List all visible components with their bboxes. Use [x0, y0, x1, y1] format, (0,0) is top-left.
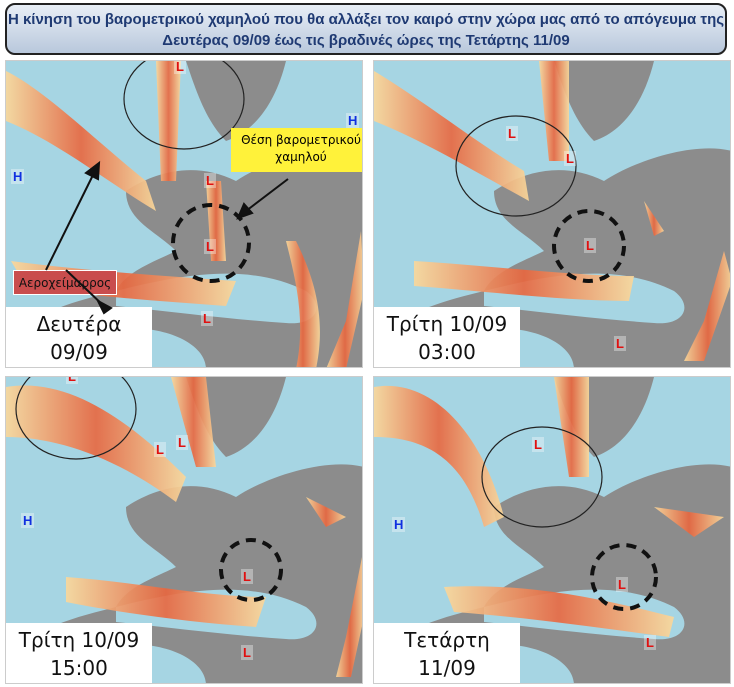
map-panel-tue-0300: L L L L Τρίτη 10/09 03:00 — [373, 60, 731, 368]
timestamp-label: Τετάρτη 11/09 03:00 — [374, 623, 520, 683]
day-label: Τετάρτη 11/09 — [404, 628, 490, 680]
low-pressure-marker: L — [201, 311, 213, 326]
jet-stream — [554, 377, 589, 477]
isobar — [15, 377, 137, 460]
timestamp-label: Τρίτη 10/09 03:00 — [374, 307, 520, 367]
land-scandinavia — [554, 61, 654, 141]
jet-stream — [326, 231, 362, 367]
jet-stream — [374, 71, 529, 201]
map-panel-mon-1500: L L L L H H Δευτέρα 09/09 15:00 Θέση βαρομετρικο… — [5, 60, 363, 368]
time-label: 03:00 — [418, 340, 476, 364]
jet-stream — [206, 181, 226, 261]
low-position-circle — [590, 543, 658, 611]
timestamp-label: Δευτέρα 09/09 15:00 — [6, 307, 152, 367]
map-panel-wed-0300: L L L H Τετάρτη 11/09 03:00 — [373, 376, 731, 684]
low-pressure-marker: L — [176, 435, 188, 450]
jet-stream — [539, 61, 569, 161]
time-label: 03:00 — [374, 682, 520, 683]
high-pressure-marker: H — [346, 113, 360, 128]
high-pressure-marker: H — [11, 169, 25, 184]
isobar — [123, 61, 245, 150]
low-position-circle — [219, 538, 283, 602]
jet-stream-note: Αεροχείμαρρος — [13, 270, 117, 295]
land-scandinavia — [186, 61, 286, 141]
low-pressure-marker: L — [66, 377, 78, 384]
day-label: Τρίτη 10/09 — [18, 628, 140, 652]
low-position-note: Θέση βαρομετρικού χαμηλού — [231, 128, 362, 172]
low-pressure-marker: L — [174, 60, 186, 74]
low-pressure-marker: L — [584, 238, 596, 253]
time-label: 15:00 — [6, 366, 152, 367]
map-title: Η κίνηση του βαρομετρικού χαμηλού που θα… — [5, 3, 727, 55]
jet-stream — [336, 557, 362, 677]
timestamp-label: Τρίτη 10/09 15:00 — [6, 623, 152, 683]
low-pressure-marker: L — [204, 239, 216, 254]
isobar — [481, 426, 603, 528]
high-pressure-marker: H — [392, 517, 406, 532]
jet-stream — [156, 61, 181, 181]
jet-stream — [414, 261, 634, 301]
jet-stream — [6, 71, 156, 211]
jet-stream — [444, 586, 674, 637]
jet-stream — [171, 377, 216, 467]
jet-stream — [6, 385, 186, 502]
low-pressure-marker: L — [616, 577, 628, 592]
isobar — [455, 115, 577, 217]
low-pressure-marker: L — [241, 645, 253, 660]
jet-stream — [286, 241, 320, 367]
low-pressure-marker: L — [532, 437, 544, 452]
low-pressure-marker: L — [614, 336, 626, 351]
time-label: 15:00 — [50, 656, 108, 680]
low-pressure-marker: L — [506, 126, 518, 141]
low-pressure-marker: L — [644, 635, 656, 650]
day-label: Δευτέρα 09/09 — [36, 312, 122, 364]
high-pressure-marker: H — [21, 513, 35, 528]
jet-stream — [306, 497, 346, 527]
low-pressure-marker: L — [204, 173, 216, 188]
jet-stream — [374, 385, 504, 527]
low-position-circle — [552, 209, 626, 283]
low-pressure-marker: L — [154, 442, 166, 457]
jet-stream — [654, 507, 724, 537]
low-pressure-marker: L — [564, 151, 576, 166]
low-pressure-marker: L — [241, 569, 253, 584]
day-label: Τρίτη 10/09 — [386, 312, 508, 336]
jet-stream — [66, 577, 266, 627]
jet-stream — [684, 251, 730, 361]
jet-stream — [644, 201, 664, 236]
low-position-circle — [171, 203, 251, 283]
